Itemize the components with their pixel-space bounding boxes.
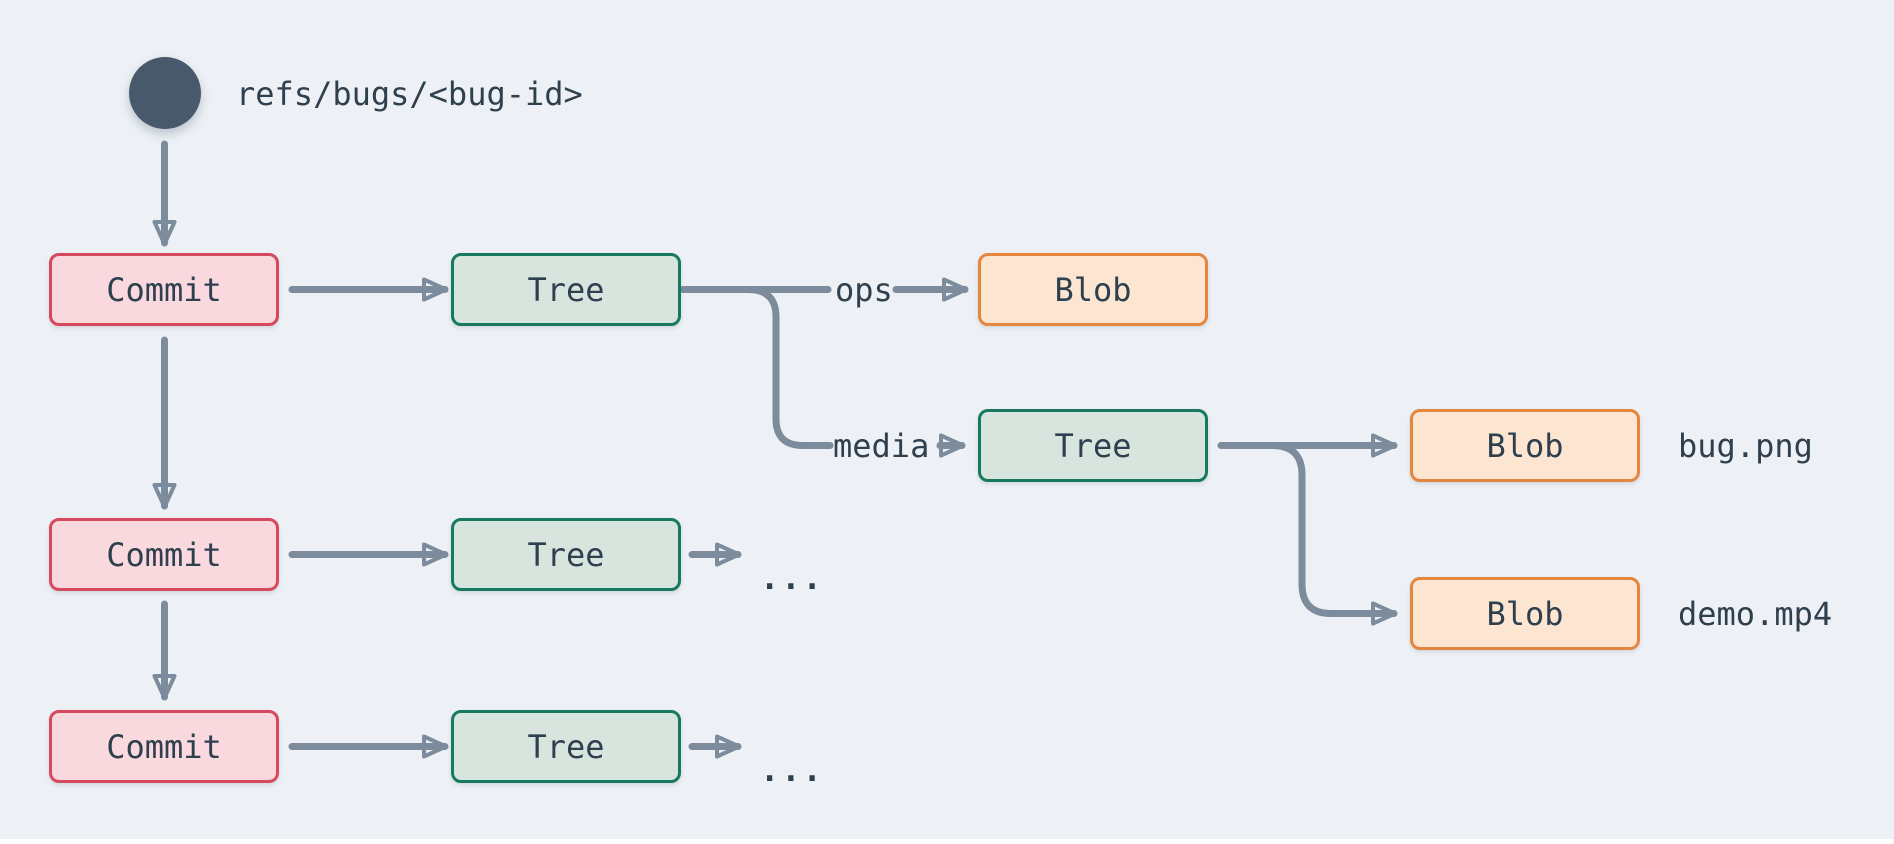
- node-tree-1-label: Tree: [527, 270, 605, 309]
- node-blob-demo-label: Blob: [1486, 594, 1564, 633]
- node-tree-1: Tree: [451, 253, 681, 326]
- node-blob-demo: Blob: [1410, 577, 1640, 650]
- edge-treemedia-branch-to-blob-demo: [1268, 442, 1398, 626]
- ellipsis-row3: ...: [760, 751, 824, 789]
- edge-label-media: media: [833, 427, 930, 465]
- node-commit-2: Commit: [49, 518, 279, 591]
- node-tree-row3-label: Tree: [527, 727, 605, 766]
- node-tree-media: Tree: [978, 409, 1208, 482]
- node-blob-bug: Blob: [1410, 409, 1640, 482]
- edge-label-ops: ops: [835, 271, 893, 309]
- ellipsis-row2: ...: [760, 559, 824, 597]
- node-tree-row2: Tree: [451, 518, 681, 591]
- node-commit-2-label: Commit: [106, 535, 222, 574]
- file-label-bug-png: bug.png: [1678, 427, 1813, 465]
- node-tree-row3: Tree: [451, 710, 681, 783]
- ref-node-circle: [129, 57, 201, 129]
- node-blob-ops-label: Blob: [1054, 270, 1132, 309]
- node-commit-1: Commit: [49, 253, 279, 326]
- node-tree-media-label: Tree: [1054, 426, 1132, 465]
- file-label-demo-mp4: demo.mp4: [1678, 595, 1833, 633]
- node-blob-bug-label: Blob: [1486, 426, 1564, 465]
- ref-label: refs/bugs/<bug-id>: [236, 75, 583, 113]
- edge-tree1-branch-media: [744, 286, 834, 449]
- node-commit-3: Commit: [49, 710, 279, 783]
- node-tree-row2-label: Tree: [527, 535, 605, 574]
- node-commit-1-label: Commit: [106, 270, 222, 309]
- node-commit-3-label: Commit: [106, 727, 222, 766]
- bottom-strip: [0, 839, 1894, 844]
- node-blob-ops: Blob: [978, 253, 1208, 326]
